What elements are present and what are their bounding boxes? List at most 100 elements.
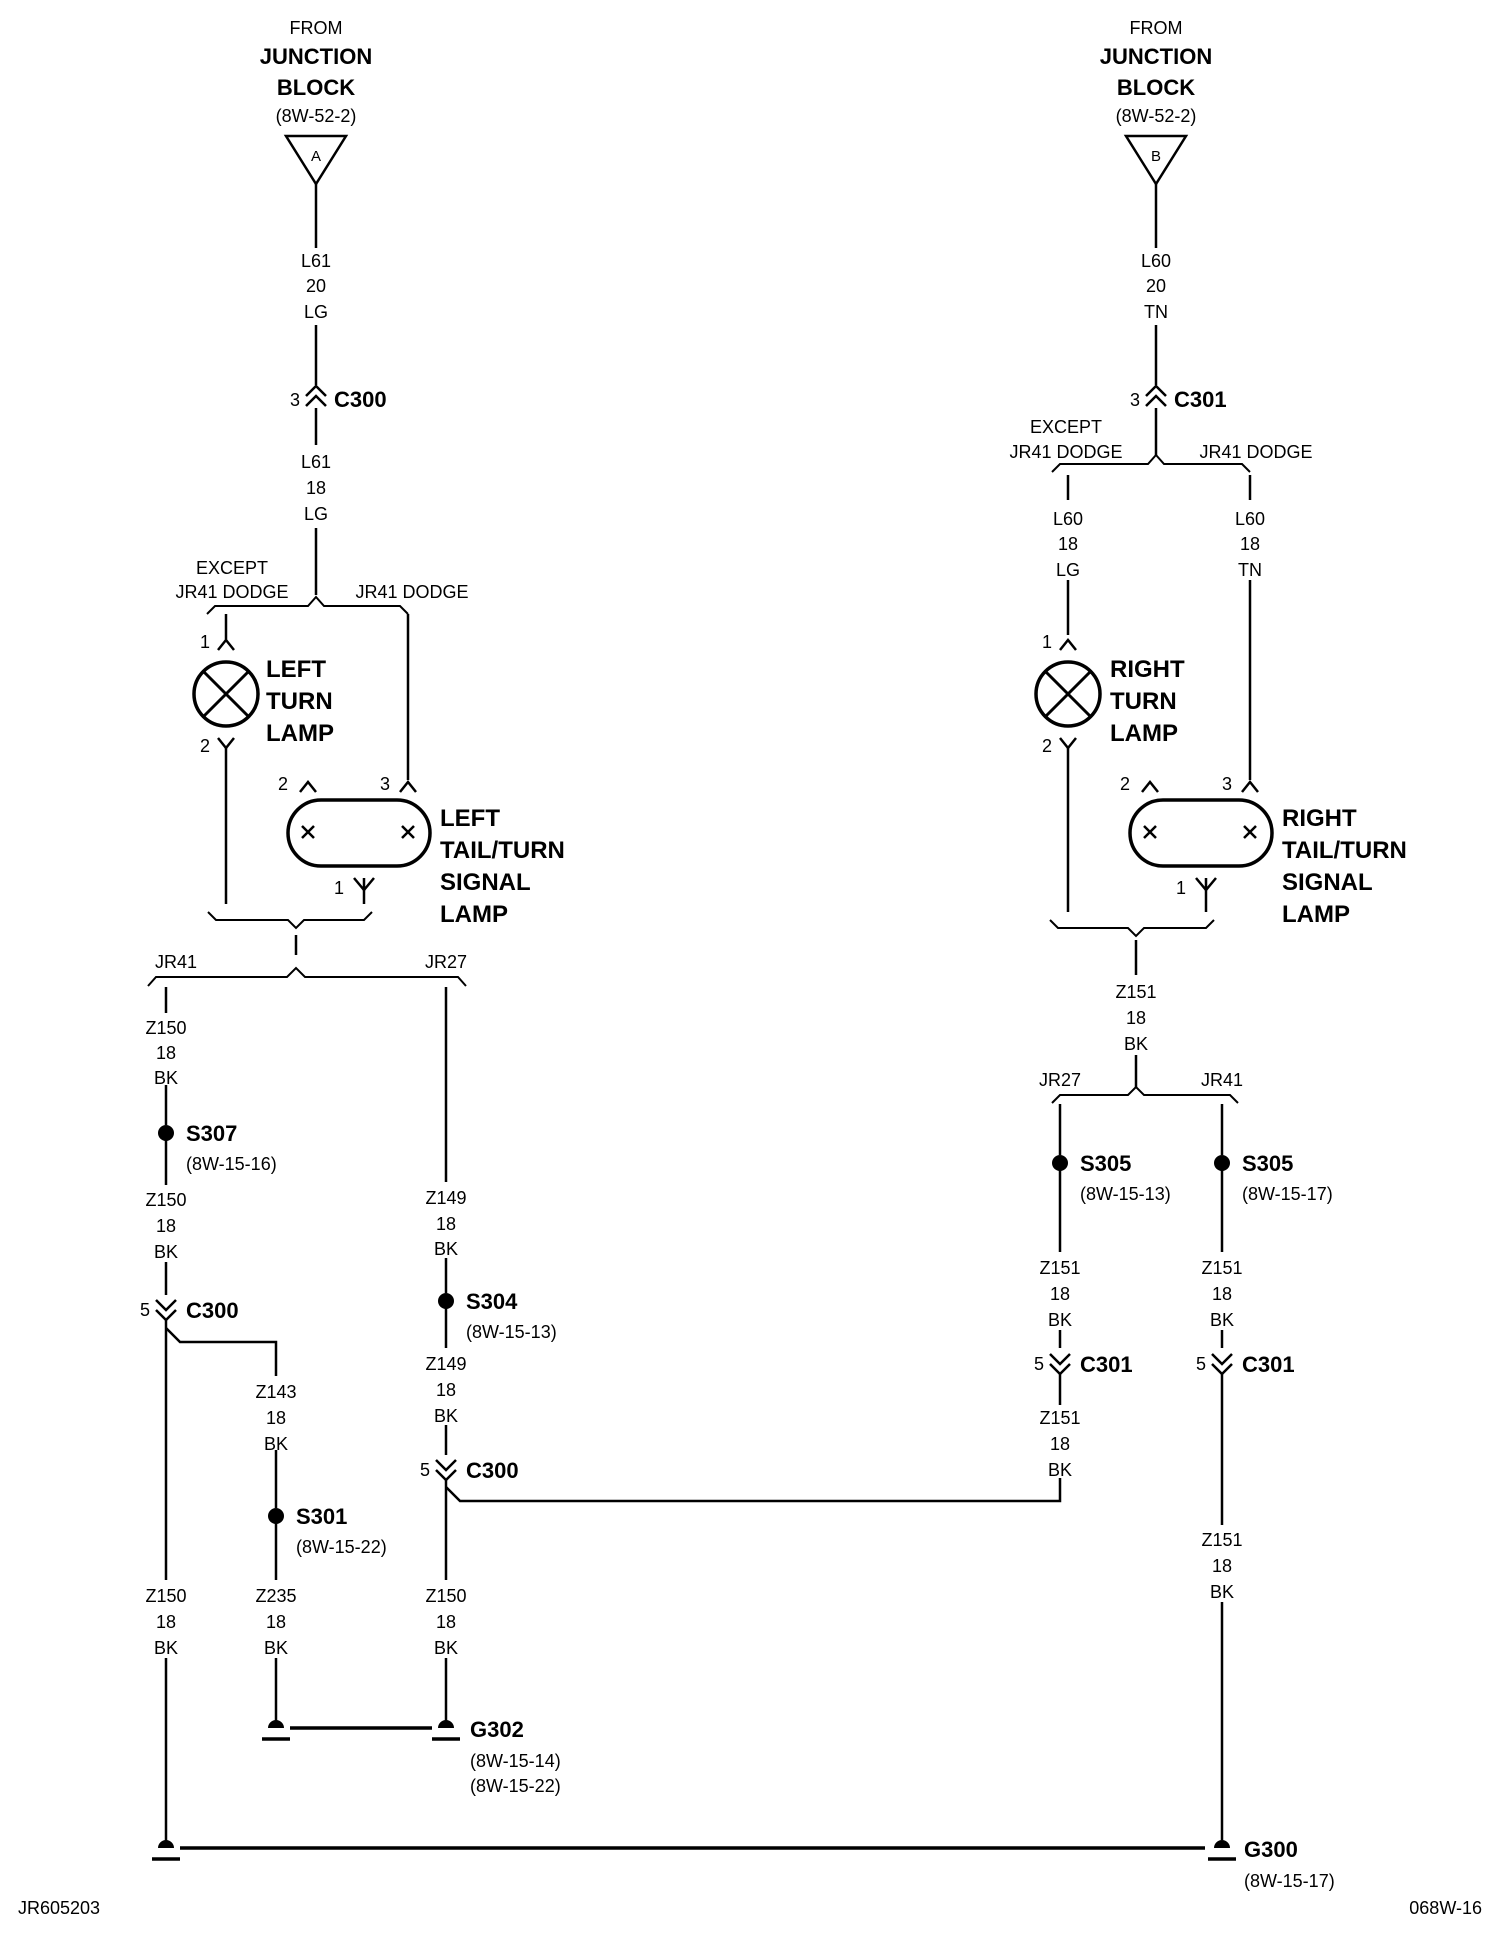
connector-name: C300 (334, 387, 387, 412)
right-source: FROM JUNCTION BLOCK (8W-52-2) B (1100, 18, 1212, 187)
wire-gauge: 18 (156, 1043, 176, 1063)
connector-chevron-icon (155, 1299, 177, 1322)
wire-label-z235: Z235 18 BK (255, 1586, 296, 1658)
wire-gauge: 18 (436, 1214, 456, 1234)
connector-chevron-icon (1211, 1353, 1233, 1376)
splice-ref: (8W-15-13) (1080, 1184, 1171, 1204)
pin-terminal-icon (1059, 737, 1077, 751)
lamp-label-line2: TURN (1110, 688, 1177, 715)
wire-id: Z151 (1115, 982, 1156, 1002)
wire-label-l61-18: L61 18 LG (301, 452, 331, 524)
pin-terminal-icon (1141, 779, 1159, 793)
connector-pin: 3 (290, 390, 300, 410)
pin-terminal-icon (1059, 637, 1077, 651)
wire-color: BK (1048, 1310, 1072, 1330)
right-source-line1: JUNCTION (1100, 44, 1212, 69)
wire-color: TN (1144, 302, 1168, 322)
lamp-label-line3: LAMP (1110, 720, 1178, 747)
splice-dot-icon (158, 1125, 174, 1141)
splice-name: S304 (466, 1289, 518, 1314)
right-source-connector-symbol (1123, 134, 1189, 187)
lamp-label-line1: LEFT (440, 805, 500, 832)
right-turn-lamp: 1 2 RIGHT TURN LAMP (1034, 632, 1185, 756)
ground-ref-2: (8W-15-22) (470, 1776, 561, 1796)
wire-color: BK (434, 1406, 458, 1426)
connector-name: C300 (466, 1458, 519, 1483)
ground-name: G300 (1244, 1837, 1298, 1862)
diagram-id-right: 068W-16 (1409, 1898, 1482, 1918)
right-tail-turn-lamp: 2 3 1 RIGHT TAIL/TURN SIGNAL LAMP (1120, 774, 1407, 928)
wire-label-z151-l1: Z151 18 BK (1039, 1258, 1080, 1330)
lamp-pin-top: 1 (200, 632, 210, 652)
jr41-label-right: JR41 (1201, 1070, 1243, 1090)
right-jr41-dodge: JR41 DODGE (1199, 442, 1312, 462)
ground-icon (1214, 1840, 1230, 1848)
wire-gauge: 18 (1126, 1008, 1146, 1028)
tail-lamp-housing-icon (286, 798, 432, 868)
connector-chevron-icon (1145, 384, 1167, 407)
wire-color: BK (1048, 1460, 1072, 1480)
tail-lamp-housing-icon (1128, 798, 1274, 868)
wire-color: BK (1210, 1582, 1234, 1602)
wire-color: BK (154, 1638, 178, 1658)
wire-label-z150-c: Z150 18 BK (145, 1586, 186, 1658)
connector-pin: 3 (1130, 390, 1140, 410)
splice-dot-icon (438, 1293, 454, 1309)
wire-gauge: 18 (156, 1216, 176, 1236)
left-option-bracket (206, 595, 409, 615)
wire-color: BK (264, 1638, 288, 1658)
wire-gauge: 18 (266, 1408, 286, 1428)
wire-label-z150-a: Z150 18 BK (145, 1018, 186, 1088)
wire-gauge: 18 (1212, 1556, 1232, 1576)
wire-gauge: 18 (1050, 1284, 1070, 1304)
splice-ref: (8W-15-17) (1242, 1184, 1333, 1204)
splice-ref: (8W-15-13) (466, 1322, 557, 1342)
pin-terminal-icon (217, 635, 235, 651)
connector-pin: 5 (140, 1300, 150, 1320)
option-labels: EXCEPT JR41 DODGE JR41 DODGE EXCEPT JR41… (155, 417, 1313, 1090)
connector-pin: 5 (420, 1460, 430, 1480)
connector-c300-top: 3 C300 (290, 384, 387, 412)
splice-name: S305 (1242, 1151, 1293, 1176)
wire-id: Z235 (255, 1586, 296, 1606)
wire-gauge: 20 (1146, 276, 1166, 296)
wire-id: Z151 (1039, 1408, 1080, 1428)
diagram-id-left: JR605203 (18, 1898, 100, 1918)
lamp-label-line2: TAIL/TURN (1282, 837, 1407, 864)
wire-color: BK (154, 1068, 178, 1088)
wire-gauge: 18 (436, 1380, 456, 1400)
wire-color: BK (434, 1239, 458, 1259)
lamp-label-line3: SIGNAL (1282, 869, 1373, 896)
jr27-label-right: JR27 (1039, 1070, 1081, 1090)
jr41-jr27-bracket-left (147, 966, 467, 987)
wire-gauge: 18 (1058, 534, 1078, 554)
splice-s307: S307 (8W-15-16) (158, 1121, 277, 1174)
pin-terminal-icon (299, 779, 317, 793)
wire-id: L61 (301, 251, 331, 271)
ground-g300-left-terminal (152, 1840, 180, 1861)
right-option-bracket (1051, 453, 1251, 473)
wire-color: LG (304, 504, 328, 524)
wire-lines (147, 184, 1252, 1850)
splice-ref: (8W-15-22) (296, 1537, 387, 1557)
wire-gauge: 18 (1050, 1434, 1070, 1454)
connector-chevron-icon (435, 1459, 457, 1482)
connector-c300-left: 5 C300 (140, 1298, 239, 1332)
pin-terminal-icon (353, 877, 375, 892)
wire-id: L60 (1141, 251, 1171, 271)
lamp-label-line1: RIGHT (1282, 805, 1357, 832)
ground-ref-1: (8W-15-17) (1244, 1871, 1335, 1891)
wire-cross-link-c300-c301 (445, 1478, 1062, 1503)
connector-c301-right: 5 C301 (1196, 1352, 1295, 1382)
lamp-label-line4: LAMP (440, 901, 508, 928)
left-lamp-ground-bracket (207, 911, 373, 930)
wire-label-z143: Z143 18 BK (255, 1382, 296, 1454)
wire-label-z149-a: Z149 18 BK (425, 1188, 466, 1259)
ground-g302: G302 (8W-15-14) (8W-15-22) (432, 1717, 561, 1796)
lamp-pin-bottom: 2 (1042, 736, 1052, 756)
connector-chevron-icon (1049, 1353, 1071, 1376)
splice-ref: (8W-15-16) (186, 1154, 277, 1174)
splice-name: S307 (186, 1121, 237, 1146)
right-source-ref: (8W-52-2) (1116, 106, 1197, 126)
